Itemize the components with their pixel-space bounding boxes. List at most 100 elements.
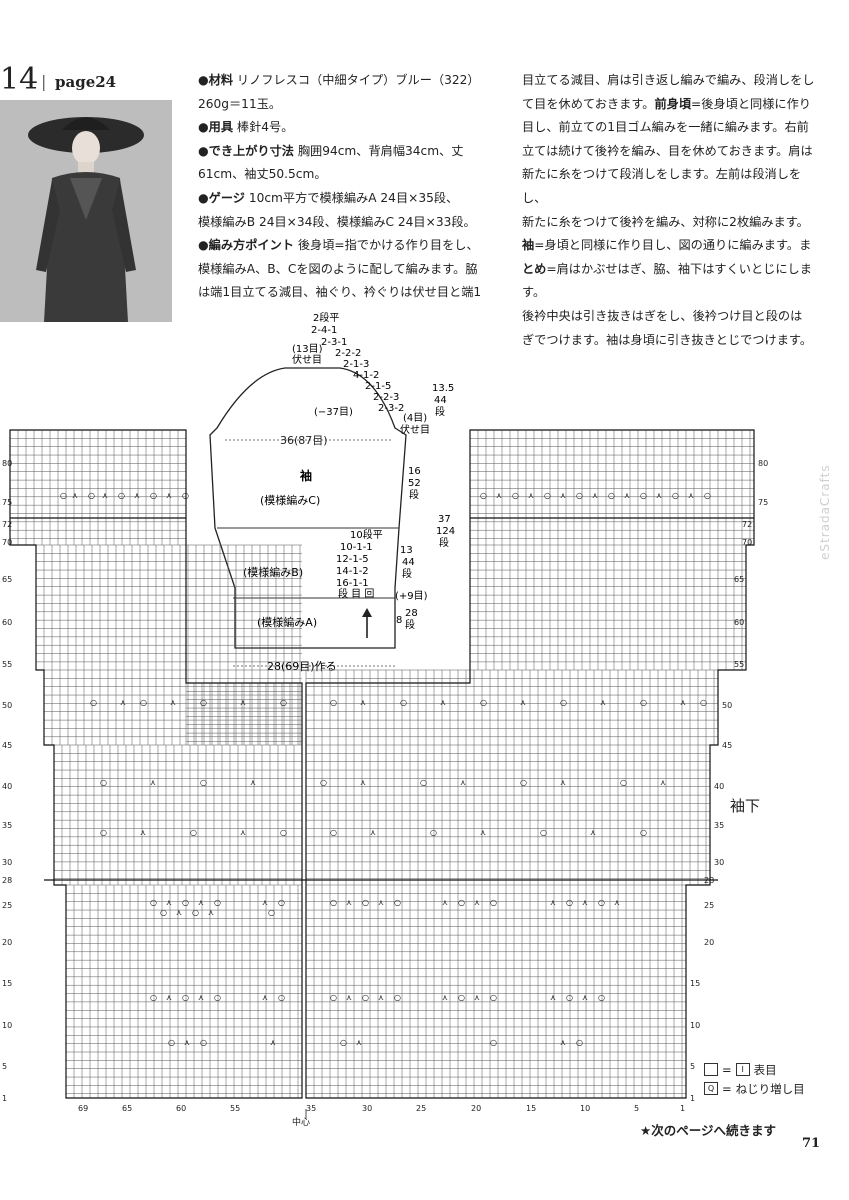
row-label-right: 20 bbox=[704, 938, 714, 947]
stitch-symbol: ○ bbox=[512, 491, 519, 500]
stitch-symbol: ○ bbox=[150, 993, 157, 1002]
stitch-symbol: ⋏ bbox=[72, 491, 78, 500]
row-label-right: 60 bbox=[734, 618, 744, 627]
cap-step: 2-3-2 bbox=[378, 403, 404, 414]
row-label: 65 bbox=[2, 575, 12, 584]
column-label: 10 bbox=[580, 1104, 590, 1113]
cap-rows: (13目) bbox=[292, 344, 323, 355]
center-label: 中心 bbox=[292, 1116, 310, 1128]
stitch-symbol: ○ bbox=[182, 491, 189, 500]
cap-step: 2-1-3 bbox=[343, 359, 369, 370]
stitch-symbol: ○ bbox=[214, 993, 221, 1002]
stitch-symbol: ○ bbox=[190, 828, 197, 837]
stitch-symbol: ○ bbox=[576, 491, 583, 500]
stitch-symbol: ○ bbox=[480, 698, 487, 707]
stitch-symbol: ○ bbox=[700, 698, 707, 707]
stitch-symbol: ⋏ bbox=[134, 491, 140, 500]
stitch-symbol: ⋏ bbox=[496, 491, 502, 500]
stitch-symbol: ⋏ bbox=[378, 898, 384, 907]
stitch-symbol: ○ bbox=[88, 491, 95, 500]
stitch-symbol: ⋏ bbox=[370, 828, 376, 837]
text-line: とめ=肩はかぶせはぎ、脇、袖下はすくいとじにします。 bbox=[522, 261, 812, 300]
stitch-symbol: ○ bbox=[620, 778, 627, 787]
stitch-symbol: ○ bbox=[598, 898, 605, 907]
stitch-symbol: ○ bbox=[480, 491, 487, 500]
stitch-symbol: ⋏ bbox=[176, 908, 182, 917]
stitch-symbol: ○ bbox=[214, 898, 221, 907]
column-label: 5 bbox=[634, 1104, 639, 1113]
b-step: 10-1-1 bbox=[340, 542, 373, 553]
text-line: 新たに糸をつけて後衿を編み、対称に2枚編みます。 bbox=[522, 214, 809, 229]
row-label-right: 35 bbox=[714, 821, 724, 830]
row-label: 1 bbox=[2, 1094, 7, 1103]
stitch-symbol: ⋏ bbox=[560, 778, 566, 787]
stitch-symbol: ⋏ bbox=[660, 778, 666, 787]
row-label: 15 bbox=[2, 979, 12, 988]
stitch-symbol: ○ bbox=[490, 898, 497, 907]
cap-step: 2-2-2 bbox=[335, 348, 361, 359]
text-line: 目し、前立ての1目ゴム編みを一緒に編みます。右前 bbox=[522, 120, 809, 135]
a-rows: 28 bbox=[405, 608, 418, 619]
page-reference: page24 bbox=[55, 73, 117, 91]
stitch-symbol: ○ bbox=[400, 698, 407, 707]
stitch-symbol: ○ bbox=[330, 828, 337, 837]
stitch-symbol: ⋏ bbox=[150, 778, 156, 787]
c-height: 16 bbox=[408, 466, 421, 477]
bind-side-label: 伏せ目 bbox=[400, 423, 430, 436]
stitch-symbol: ○ bbox=[608, 491, 615, 500]
stitch-symbol: ⋏ bbox=[550, 993, 556, 1002]
column-label: 60 bbox=[176, 1104, 186, 1113]
b-step: 16-1-1 bbox=[336, 578, 369, 589]
stitch-symbol: ⋏ bbox=[208, 908, 214, 917]
stitch-symbol: ○ bbox=[540, 828, 547, 837]
stitch-symbol: ○ bbox=[490, 993, 497, 1002]
stitch-symbol: ○ bbox=[330, 898, 337, 907]
row-label-right: 30 bbox=[714, 858, 724, 867]
legend-item: = I 表目 bbox=[704, 1060, 805, 1079]
b-unit: 段 bbox=[402, 567, 412, 580]
stitch-symbol: ⋏ bbox=[560, 1038, 566, 1047]
stitch-symbol: ○ bbox=[420, 778, 427, 787]
stitch-symbol: ○ bbox=[182, 993, 189, 1002]
width-top-label: 36(87目) bbox=[280, 434, 328, 447]
stitch-symbol: ⋏ bbox=[140, 828, 146, 837]
header-separator: | bbox=[41, 72, 47, 91]
stitch-symbol: ○ bbox=[60, 491, 67, 500]
model-photo bbox=[0, 100, 172, 322]
text-line: ●用具 棒針4号。 bbox=[198, 120, 294, 135]
stitch-symbol: ○ bbox=[280, 698, 287, 707]
b-inc: (+9目) bbox=[395, 591, 428, 602]
stitch-symbol: ○ bbox=[168, 1038, 175, 1047]
stitch-symbol: ○ bbox=[182, 898, 189, 907]
row-label: 30 bbox=[2, 858, 12, 867]
stitch-symbol: ⋏ bbox=[270, 1038, 276, 1047]
stitch-symbol: ○ bbox=[458, 993, 465, 1002]
stitch-symbol: ⋏ bbox=[166, 898, 172, 907]
text-line: ●ゲージ 10cm平方で模様編みA 24目×35段、 bbox=[198, 190, 459, 205]
stitch-symbol: ○ bbox=[200, 1038, 207, 1047]
total-unit: 段 bbox=[439, 536, 449, 549]
stitch-symbol: ⋏ bbox=[582, 898, 588, 907]
text-line: ●材料 リノフレスコ（中細タイプ）ブルー（322） bbox=[198, 73, 480, 87]
text-line: 後衿中央は引き抜きはぎをし、後衿つけ目と段のは bbox=[522, 308, 803, 323]
stitch-symbol: ⋏ bbox=[474, 898, 480, 907]
row-label: 28 bbox=[2, 876, 12, 885]
stitch-symbol: ⋏ bbox=[120, 698, 126, 707]
twisted-increase-icon: Q bbox=[704, 1082, 718, 1095]
cap-rows-count: 44 bbox=[434, 395, 447, 406]
row-label-right: 80 bbox=[758, 459, 768, 468]
cap-step: 4-1-2 bbox=[353, 370, 379, 381]
stitch-symbol: ⋏ bbox=[440, 698, 446, 707]
text-line: 模様編みB 24目×34段、模様編みC 24目×33段。 bbox=[198, 214, 476, 229]
column-label: 55 bbox=[230, 1104, 240, 1113]
section-a: (模様編みA) bbox=[257, 615, 317, 629]
row-label-right: 72 bbox=[742, 520, 752, 529]
stitch-symbol: ⋏ bbox=[442, 993, 448, 1002]
stitch-symbol: ⋏ bbox=[550, 898, 556, 907]
stitch-symbol: ○ bbox=[150, 898, 157, 907]
row-label: 10 bbox=[2, 1021, 12, 1030]
column-label: 15 bbox=[526, 1104, 536, 1113]
total-height: 37 bbox=[438, 514, 451, 525]
row-label-right: 1 bbox=[690, 1094, 695, 1103]
cap-step: 2段平 bbox=[313, 311, 339, 324]
